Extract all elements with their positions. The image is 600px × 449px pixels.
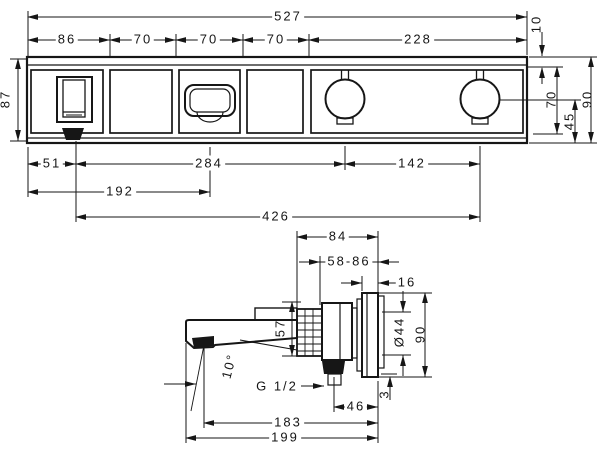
dim-plate-depth: 16 xyxy=(395,274,419,290)
handle-right xyxy=(459,70,501,125)
dim-seg-70c: 70 xyxy=(264,31,288,47)
dim-outlet-offset: 51 xyxy=(40,155,64,171)
dim-height-right: 90 xyxy=(579,89,595,109)
dim-block-height: 57 xyxy=(272,318,288,338)
thermostat-module xyxy=(184,84,236,123)
dim-seg-70b: 70 xyxy=(197,31,221,47)
dim-seg-86: 86 xyxy=(55,31,79,47)
dim-top-offset: 10 xyxy=(528,14,544,34)
dim-plate-height: 90 xyxy=(412,324,428,344)
dim-handle-center-to-bottom: 45 xyxy=(561,111,577,131)
wall-plate xyxy=(351,292,385,378)
dim-wall-range: 58-86 xyxy=(325,253,373,269)
dim-aerator-to-wall: 183 xyxy=(272,414,304,430)
dim-total-width: 527 xyxy=(272,8,304,24)
dim-sleeve-diameter: Ø44 xyxy=(391,316,407,348)
dim-tip-to-wall: 199 xyxy=(269,429,301,445)
bath-spout xyxy=(185,319,298,351)
dim-seg-228: 228 xyxy=(402,31,434,47)
dim-plate-gap: 3 xyxy=(376,389,392,399)
dim-seg-70a: 70 xyxy=(131,31,155,47)
dim-outlet-to-handle1: 284 xyxy=(193,155,225,171)
dim-height-left: 87 xyxy=(0,89,13,109)
function-block xyxy=(296,302,353,361)
dim-handle-height: 70 xyxy=(543,89,559,109)
dim-outlet-to-handle2: 426 xyxy=(260,208,292,224)
dim-left-to-thermostat: 192 xyxy=(104,183,136,199)
handle-left xyxy=(324,70,366,125)
dim-supply-to-wall: 46 xyxy=(344,398,368,414)
side-view-dimensions xyxy=(164,231,432,443)
aerator xyxy=(192,336,214,348)
side-view-body xyxy=(185,292,385,386)
thread-label: G 1/2 xyxy=(254,378,300,394)
dim-block-depth: 84 xyxy=(326,228,350,244)
handshower-holder xyxy=(56,76,93,140)
front-view-body xyxy=(25,55,529,145)
dim-handle-spacing: 142 xyxy=(396,155,428,171)
spout-outlet xyxy=(62,128,84,140)
